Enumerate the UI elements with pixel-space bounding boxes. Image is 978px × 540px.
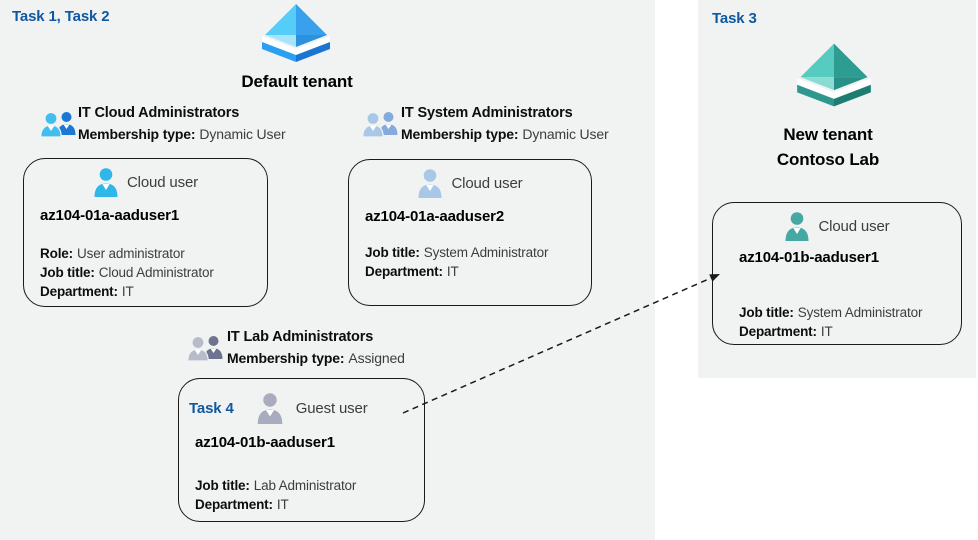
guest-user-icon: [256, 392, 284, 424]
user-field-role: Role:User administrator: [40, 244, 267, 263]
guest-user-card: Task 4 Guest user az104-01b-aaduser1 Job…: [178, 378, 425, 522]
user-kind-label: Guest user: [295, 399, 368, 417]
user-name: az104-01a-aaduser1: [40, 207, 180, 224]
field-value: Lab Administrator: [253, 478, 357, 493]
task-3-label: Task 3: [712, 10, 757, 27]
membership-value: Dynamic User: [522, 126, 609, 142]
membership-label: Membership type:: [401, 126, 519, 142]
default-tenant-panel: [0, 0, 655, 540]
user-field-job-title: Job title:System Administrator: [739, 303, 961, 322]
user-name: az104-01b-aaduser1: [195, 434, 335, 451]
group-it-cloud-administrators: IT Cloud Administrators Membership type:…: [78, 105, 286, 142]
new-tenant-icon: [795, 42, 873, 108]
task-1-2-label: Task 1, Task 2: [12, 8, 110, 25]
default-tenant-title: Default tenant: [241, 72, 353, 91]
task-4-label: Task 4: [189, 399, 234, 417]
new-tenant-title-line2: Contoso Lab: [776, 150, 880, 169]
group-icon-it-system: [362, 109, 398, 139]
field-label: Department:: [195, 497, 273, 512]
field-label: Job title:: [40, 265, 95, 280]
membership-type: Membership type:Dynamic User: [78, 126, 286, 142]
group-it-lab-administrators: IT Lab Administrators Membership type:As…: [227, 329, 405, 366]
field-value: System Administrator: [797, 305, 923, 320]
field-label: Department:: [365, 264, 443, 279]
user-kind-label: Cloud user: [451, 174, 523, 192]
field-label: Job title:: [195, 478, 250, 493]
membership-type: Membership type:Dynamic User: [401, 126, 609, 142]
cloud-user-card-new-tenant: Cloud user az104-01b-aaduser1 Job title:…: [712, 202, 962, 345]
group-name: IT Lab Administrators: [227, 329, 374, 345]
field-value: Cloud Administrator: [98, 265, 214, 280]
user-kind-label: Cloud user: [818, 217, 890, 235]
field-label: Department:: [739, 324, 817, 339]
field-value: IT: [446, 264, 459, 279]
membership-value: Assigned: [348, 350, 405, 366]
cloud-user-card-aaduser2: Cloud user az104-01a-aaduser2 Job title:…: [348, 159, 592, 306]
membership-label: Membership type:: [227, 350, 345, 366]
field-value: IT: [820, 324, 833, 339]
user-field-department: Department:IT: [195, 495, 424, 514]
user-kind-label: Cloud user: [126, 173, 199, 191]
field-value: System Administrator: [423, 245, 549, 260]
membership-label: Membership type:: [78, 126, 196, 142]
default-tenant-icon: [260, 3, 332, 63]
user-field-department: Department:IT: [739, 322, 961, 341]
field-value: IT: [276, 497, 289, 512]
group-it-system-administrators: IT System Administrators Membership type…: [401, 105, 609, 142]
user-name: az104-01b-aaduser1: [739, 249, 879, 266]
field-label: Role:: [40, 246, 74, 261]
field-label: Department:: [40, 284, 118, 299]
group-name: IT System Administrators: [401, 105, 573, 121]
user-field-department: Department:IT: [365, 262, 591, 281]
group-icon-it-lab: [187, 333, 223, 363]
user-field-department: Department:IT: [40, 282, 267, 301]
user-name: az104-01a-aaduser2: [365, 208, 505, 225]
cloud-user-icon: [784, 211, 810, 241]
membership-type: Membership type:Assigned: [227, 350, 405, 366]
new-tenant-title-line1: New tenant: [783, 125, 873, 144]
cloud-user-card-aaduser1: Cloud user az104-01a-aaduser1 Role:User …: [23, 158, 268, 307]
user-field-job-title: Job title:Cloud Administrator: [40, 263, 267, 282]
field-value: IT: [121, 284, 134, 299]
user-field-job-title: Job title:System Administrator: [365, 243, 591, 262]
membership-value: Dynamic User: [199, 126, 286, 142]
field-label: Job title:: [365, 245, 420, 260]
field-label: Job title:: [739, 305, 794, 320]
user-field-job-title: Job title:Lab Administrator: [195, 476, 424, 495]
group-name: IT Cloud Administrators: [78, 105, 240, 121]
field-value: User administrator: [77, 246, 185, 261]
cloud-user-icon: [93, 167, 119, 197]
cloud-user-icon: [417, 168, 443, 198]
group-icon-it-cloud: [40, 109, 76, 139]
